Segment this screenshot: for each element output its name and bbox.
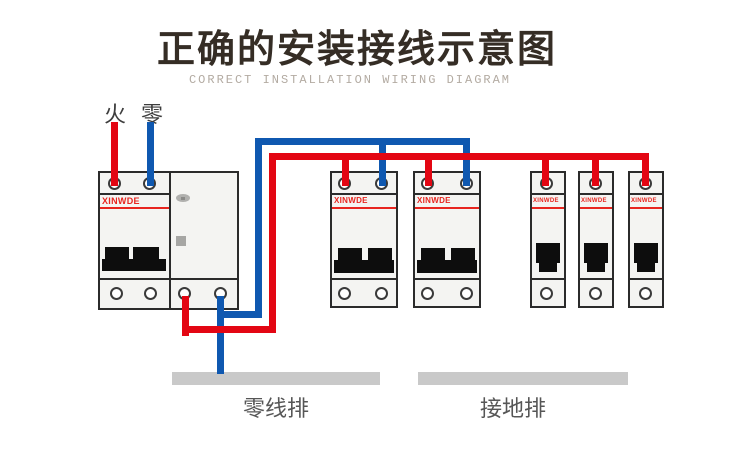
breaker-handle-base [539,263,557,272]
panel-line [332,278,396,280]
breaker-handle-base [587,263,605,272]
neutral-wire-label: 零 [140,102,163,127]
panel-line [415,278,479,280]
breaker-handle [368,248,392,260]
panel-line [580,193,612,195]
breaker-handle-base [334,260,394,273]
neutral-wire-riser-segment [255,138,262,318]
terminal-circle [540,287,553,300]
module-divider-line [169,173,171,308]
live-wire-drop-segment [592,156,599,186]
rcd-indicator-light [176,194,190,202]
branch-breaker-2p-1: XINWDE [330,171,398,308]
breaker-handle [451,248,475,260]
terminal-circle [338,287,351,300]
neutral-wire-bottom-segment [217,311,262,318]
terminal-circle [639,287,652,300]
brand-underline [580,207,612,209]
indicator-mark-icon [181,196,185,200]
terminal-circle [421,287,434,300]
live-wire-label: 火 [103,102,126,127]
brand-underline [332,207,396,209]
live-wire-drop-segment [425,156,432,186]
panel-line [332,193,396,195]
brand-underline [100,207,169,209]
neutral-wire-feed-segment [147,122,154,186]
panel-line [100,278,237,280]
panel-line [532,278,564,280]
brand-underline [415,207,479,209]
neutral-bar-label: 零线排 [242,396,309,421]
live-wire-drop-segment [642,156,649,186]
breaker-handle [133,247,159,259]
breaker-brand: XINWDE [533,198,559,204]
panel-line [630,193,662,195]
neutral-wire-to-bar-segment [217,296,224,374]
ground-bus-bar [418,372,628,385]
neutral-wire-drop-segment [463,141,470,186]
breaker-brand: XINWDE [417,196,451,205]
ground-bar-label: 接地排 [479,396,546,421]
live-wire-riser-segment [269,153,276,333]
rcd-test-button [176,236,186,246]
live-wire-top-segment [269,153,649,160]
panel-line [415,193,479,195]
branch-breaker-1p-2: XINWDE [578,171,614,308]
main-breaker: XINWDE [98,171,239,310]
panel-line [580,278,612,280]
breaker-handle [536,243,560,263]
brand-underline [532,207,564,209]
breaker-handle-base [417,260,477,273]
breaker-handle [421,248,445,260]
breaker-handle [634,243,658,263]
panel-line [100,193,169,195]
breaker-handle [105,247,129,259]
page-title: 正确的安装接线示意图 [156,29,557,71]
breaker-brand: XINWDE [631,198,657,204]
breaker-brand: XINWDE [334,196,368,205]
neutral-bus-bar [172,372,380,385]
brand-underline [630,207,662,209]
page-subtitle: CORRECT INSTALLATION WIRING DIAGRAM [188,73,512,87]
breaker-handle [584,243,608,263]
breaker-brand: XINWDE [102,196,140,206]
breaker-brand: XINWDE [581,198,607,204]
branch-breaker-2p-2: XINWDE [413,171,481,308]
terminal-circle [110,287,123,300]
terminal-circle [375,287,388,300]
live-wire-out-segment [182,296,189,336]
live-wire-drop-segment [542,156,549,186]
neutral-wire-drop-segment [379,141,386,186]
neutral-wire-top-segment [255,138,470,145]
panel-line [532,193,564,195]
panel-line [630,278,662,280]
branch-breaker-1p-3: XINWDE [628,171,664,308]
live-wire-drop-segment [342,156,349,186]
branch-breaker-1p-1: XINWDE [530,171,566,308]
breaker-handle-base [102,259,166,271]
breaker-handle-base [637,263,655,272]
terminal-circle [589,287,602,300]
live-wire-feed-segment [111,122,118,186]
terminal-circle [460,287,473,300]
breaker-handle [338,248,362,260]
terminal-circle [144,287,157,300]
live-wire-bottom-segment [182,326,276,333]
